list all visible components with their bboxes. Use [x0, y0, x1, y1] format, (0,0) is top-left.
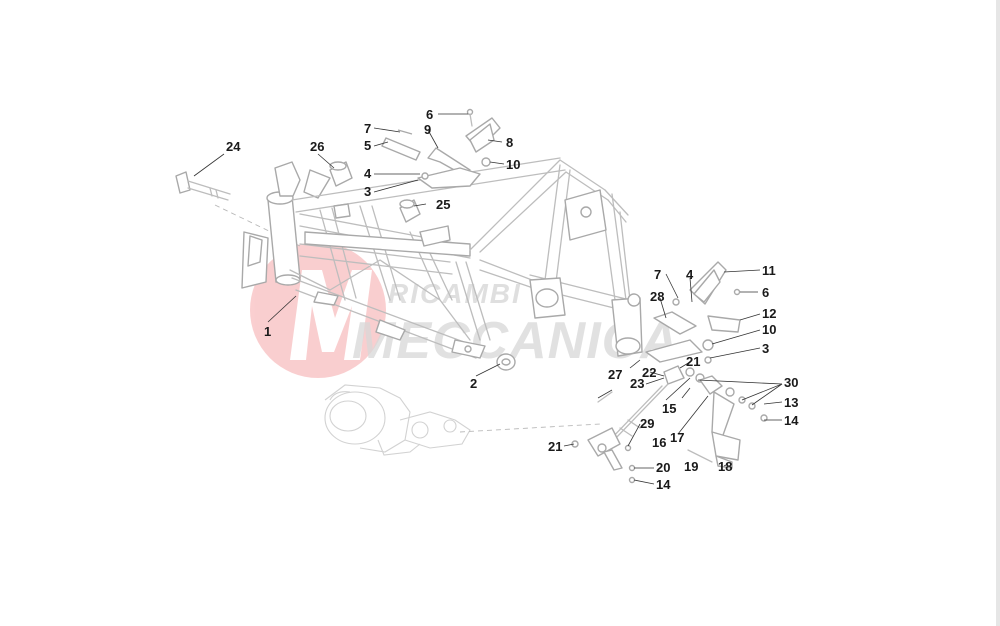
callout-8: 8: [506, 135, 513, 150]
part-25-spacer: [399, 199, 421, 223]
callout-28: 28: [650, 289, 664, 304]
callout-7-left: 7: [364, 121, 371, 136]
right-footpeg-bracket-group: [645, 261, 741, 364]
callout-20: 20: [656, 460, 670, 475]
callout-6-left: 6: [426, 107, 433, 122]
callout-labels: 1 2 3 3 4 4 5 6 6 7 7 8 9 10 10 11 12 13…: [226, 107, 799, 492]
callout-14-bottom: 14: [656, 477, 671, 492]
callout-4-left: 4: [364, 166, 372, 181]
bracket-dashed-line: [214, 204, 301, 247]
part-26-spacer: [329, 161, 353, 187]
callout-11: 11: [762, 263, 776, 278]
callout-30: 30: [784, 375, 798, 390]
callout-3-right: 3: [762, 341, 769, 356]
callout-9: 9: [424, 122, 431, 137]
engine-ghost-outline: [324, 384, 471, 456]
callout-21-top: 21: [686, 354, 700, 369]
main-frame: [241, 157, 643, 359]
callout-14-right: 14: [784, 413, 799, 428]
callout-5: 5: [364, 138, 371, 153]
part-2-bushing: [496, 353, 516, 371]
left-footpeg-bracket-group: [381, 108, 501, 189]
callout-17: 17: [670, 430, 684, 445]
callout-10-right: 10: [762, 322, 776, 337]
gear-lever-linkage: [571, 365, 705, 484]
watermark-letter-m: [290, 270, 372, 360]
engine-mount-dashed-line: [459, 423, 601, 433]
callout-2: 2: [470, 376, 477, 391]
callout-6-right: 6: [762, 285, 769, 300]
callout-13: 13: [784, 395, 798, 410]
callout-22: 22: [642, 365, 656, 380]
right-edge-strip: [996, 0, 1000, 626]
callout-21-bottom: 21: [548, 439, 562, 454]
callout-23: 23: [630, 376, 644, 391]
callout-4-right: 4: [686, 267, 694, 282]
part-24-long-bolt: [175, 171, 231, 201]
callout-18: 18: [718, 459, 732, 474]
callout-12: 12: [762, 306, 776, 321]
right-brake-lever: [687, 375, 768, 469]
callout-15: 15: [662, 401, 676, 416]
callout-3-left: 3: [364, 184, 371, 199]
callout-1: 1: [264, 324, 271, 339]
callout-27: 27: [608, 367, 622, 382]
callout-7-right: 7: [654, 267, 661, 282]
callout-19: 19: [684, 459, 698, 474]
watermark-line-1: RICAMBI: [388, 278, 522, 309]
callout-16: 16: [652, 435, 666, 450]
callout-29: 29: [640, 416, 654, 431]
leader-lines: [193, 113, 783, 485]
callout-24: 24: [226, 139, 241, 154]
callout-10-left: 10: [506, 157, 520, 172]
callout-25: 25: [436, 197, 450, 212]
callout-26: 26: [310, 139, 324, 154]
